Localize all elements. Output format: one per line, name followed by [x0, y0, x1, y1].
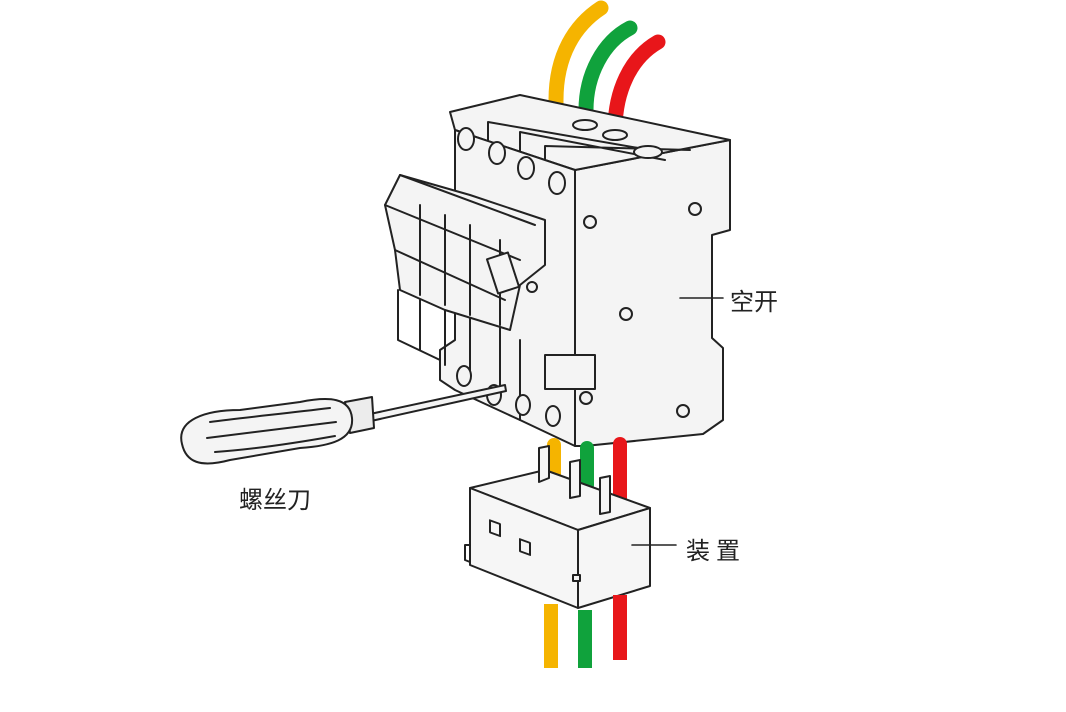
screwdriver — [180, 384, 507, 465]
breaker-screw — [676, 404, 690, 418]
breaker-screw — [688, 202, 702, 216]
breaker-window — [544, 354, 596, 390]
circuit-breaker — [384, 94, 731, 447]
device-indicator — [489, 519, 501, 538]
breaker-lever — [485, 251, 521, 295]
breaker-lower-poles — [397, 289, 521, 421]
circuit-breaker-label: 空开 — [730, 288, 778, 316]
bottom-wires — [544, 595, 627, 668]
device-small-mark — [572, 574, 581, 582]
device-indicator — [519, 538, 531, 556]
terminal-hole-top — [602, 129, 628, 141]
device-pin — [599, 475, 611, 515]
breaker-right-face — [574, 139, 731, 447]
breaker-lever-ribs — [384, 174, 536, 326]
screwdriver-handle-grooves — [206, 407, 337, 453]
breaker-screw — [579, 391, 593, 405]
green-wire-top — [578, 20, 638, 133]
screwdriver-label: 螺丝刀 — [239, 486, 311, 514]
terminal-hole-top — [633, 145, 663, 159]
terminal-hole — [488, 141, 506, 165]
breaker-screw — [583, 215, 597, 229]
terminal-hole-bottom — [545, 405, 561, 427]
terminal-hole — [548, 171, 566, 195]
protection-device — [464, 445, 651, 609]
terminal-hole-bottom — [456, 365, 472, 387]
device-pin — [569, 459, 581, 499]
breaker-screw — [526, 281, 538, 293]
device-label: 装置 — [686, 537, 746, 565]
yellow-wire-top — [548, 0, 609, 120]
terminal-hole — [457, 127, 475, 151]
breaker-screw — [619, 307, 633, 321]
terminal-hole-top — [572, 119, 598, 131]
terminal-hole-bottom — [515, 394, 531, 416]
device-pin — [538, 445, 550, 483]
leader-lines — [631, 297, 724, 546]
terminal-hole — [517, 156, 535, 180]
device-base-step — [464, 544, 471, 563]
